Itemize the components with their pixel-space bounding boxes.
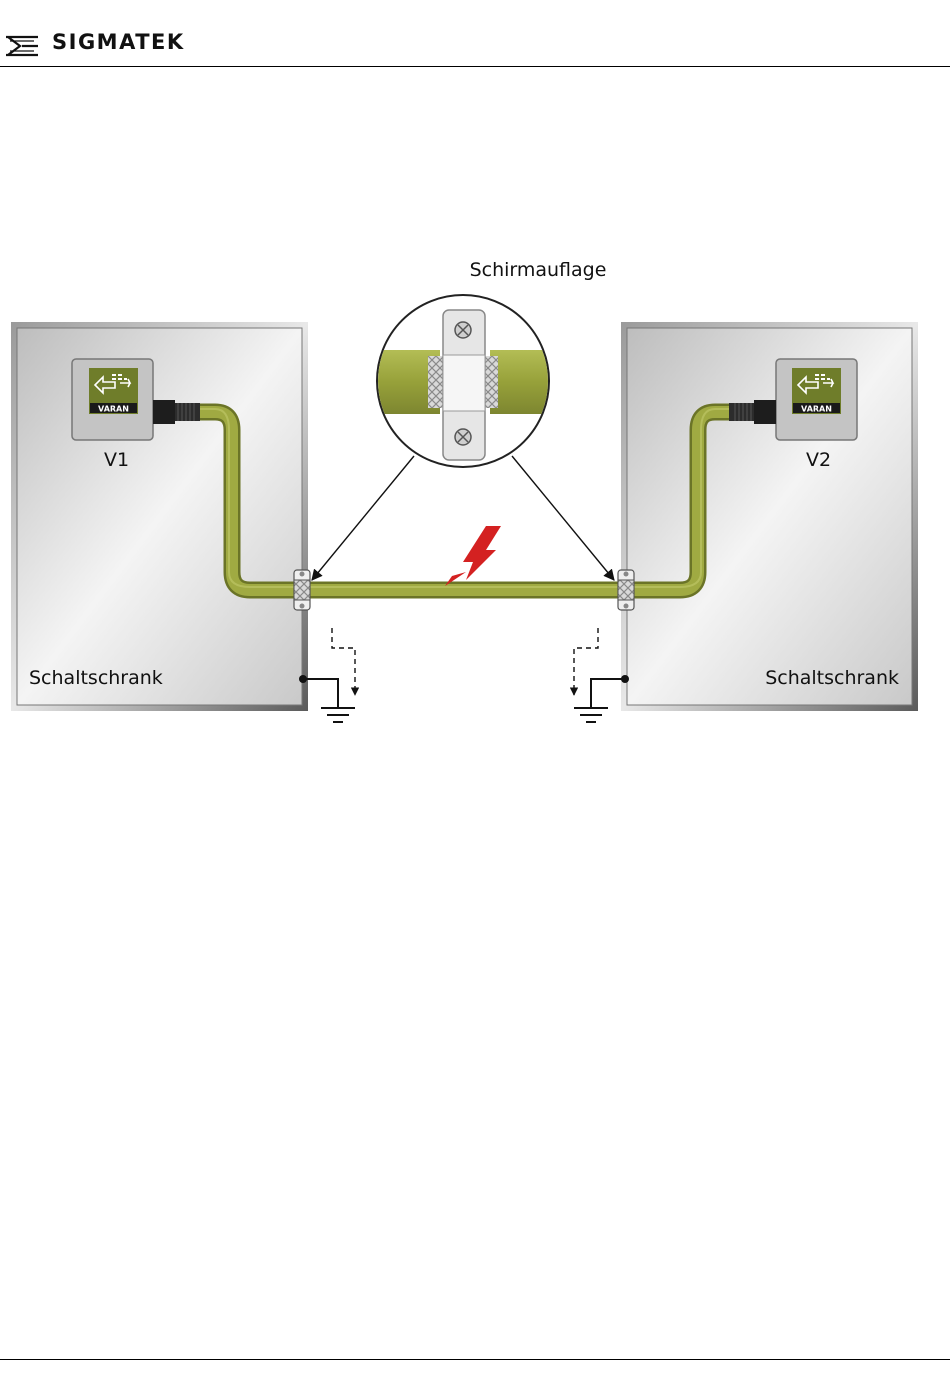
v1-badge-text: VARAN: [98, 405, 129, 414]
cabinet-right-label: Schaltschrank: [765, 667, 899, 689]
callout-pointer-right: [512, 456, 614, 580]
cabinet-right: Schaltschrank: [621, 322, 918, 711]
shield-clamp-left: [294, 570, 310, 610]
device-v2-label: V2: [806, 449, 831, 471]
shield-callout-label: Schirmauflage: [470, 259, 607, 281]
cabinet-left: Schaltschrank: [11, 322, 308, 711]
cabinet-left-label: Schaltschrank: [29, 667, 163, 689]
callout-pointer-left: [312, 456, 414, 580]
ground-right: [574, 628, 629, 722]
v2-badge-text: VARAN: [801, 405, 832, 414]
shield-magnifier: Schirmauflage: [370, 259, 606, 467]
footer-divider: [0, 1359, 950, 1360]
interference-lightning-icon: [445, 526, 501, 586]
shield-clamp-right: [618, 570, 634, 610]
device-v1-label: V1: [104, 449, 129, 471]
